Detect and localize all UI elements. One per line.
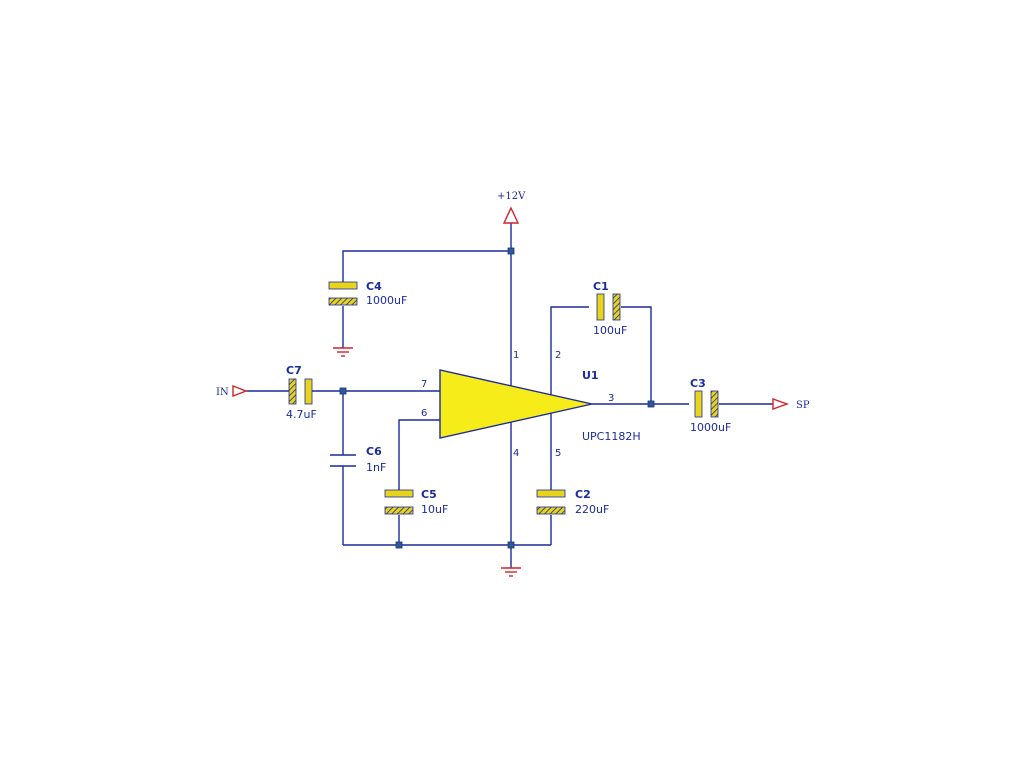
pin-label: 3: [608, 393, 614, 404]
pin-label: 1: [513, 350, 519, 361]
junction-dot: [507, 541, 515, 549]
power-arrow-icon: [502, 206, 520, 224]
capacitor-plate: [328, 281, 358, 290]
capacitor-plate-polarized: [536, 506, 566, 515]
amplifier-part: UPC1182H: [582, 430, 641, 443]
wires: [246, 223, 773, 568]
wire-pin6-c5: [398, 419, 440, 490]
capacitor-value: 4.7uF: [286, 408, 317, 421]
capacitor-c1: C1 100uF: [593, 280, 627, 337]
ground-symbol-main: [501, 567, 521, 577]
capacitor-c3: C3 1000uF: [690, 377, 731, 434]
wire-pin2-c1: [550, 306, 589, 395]
power-symbol-12v: +12V: [497, 191, 526, 224]
capacitor-c2: C2 220uF: [536, 488, 609, 516]
output-arrow-icon: [772, 398, 790, 410]
output-label: SP: [796, 400, 810, 411]
capacitor-value: 10uF: [421, 503, 448, 516]
pin-label: 6: [421, 408, 427, 419]
capacitor-value: 220uF: [575, 503, 609, 516]
capacitor-ref: C6: [366, 445, 382, 458]
pin-label: 4: [513, 448, 519, 459]
junctions: [339, 247, 655, 549]
capacitor-ref: C5: [421, 488, 437, 501]
capacitor-c6: C6 1nF: [330, 445, 386, 474]
capacitor-ref: C4: [366, 280, 382, 293]
pin-label: 2: [555, 350, 561, 361]
capacitor-plate: [536, 489, 566, 498]
junction-dot: [507, 247, 515, 255]
pin-label: 7: [421, 379, 427, 390]
capacitor-plate: [596, 293, 605, 321]
capacitor-value: 1000uF: [366, 294, 407, 307]
junction-dot: [395, 541, 403, 549]
capacitor-c5: C5 10uF: [384, 488, 448, 516]
power-label: +12V: [497, 191, 526, 202]
capacitor-ref: C2: [575, 488, 591, 501]
amplifier-ref: U1: [582, 369, 599, 382]
capacitor-plate-polarized: [612, 293, 621, 321]
input-arrow-icon: [232, 384, 248, 398]
input-label: IN: [216, 387, 229, 398]
capacitor-plate: [694, 390, 703, 418]
input-port: IN: [216, 384, 248, 398]
capacitor-plate-polarized: [384, 506, 414, 515]
capacitor-ref: C3: [690, 377, 706, 390]
capacitor-plate: [304, 378, 313, 405]
capacitor-plate-polarized: [288, 378, 297, 405]
junction-dot: [339, 387, 347, 395]
capacitor-ref: C1: [593, 280, 609, 293]
capacitor-value: 100uF: [593, 324, 627, 337]
ground-symbol-c4: [333, 347, 353, 357]
capacitor-value: 1000uF: [690, 421, 731, 434]
wire-c4-top: [342, 250, 511, 282]
capacitor-plate: [384, 489, 414, 498]
amplifier-triangle: [439, 369, 593, 439]
capacitor-ref: C7: [286, 364, 302, 377]
junction-dot: [647, 400, 655, 408]
capacitor-value: 1nF: [366, 461, 386, 474]
capacitor-c7: C7 4.7uF: [286, 364, 317, 421]
capacitor-c4: C4 1000uF: [328, 280, 407, 307]
capacitor-plate-polarized: [710, 390, 719, 418]
output-port: SP: [772, 398, 810, 411]
wire-c1-out: [621, 306, 652, 404]
amplifier-u1: U1 UPC1182H 1 2 3 4 5 6 7: [421, 350, 641, 459]
capacitor-plate-polarized: [328, 297, 358, 306]
pin-label: 5: [555, 448, 561, 459]
